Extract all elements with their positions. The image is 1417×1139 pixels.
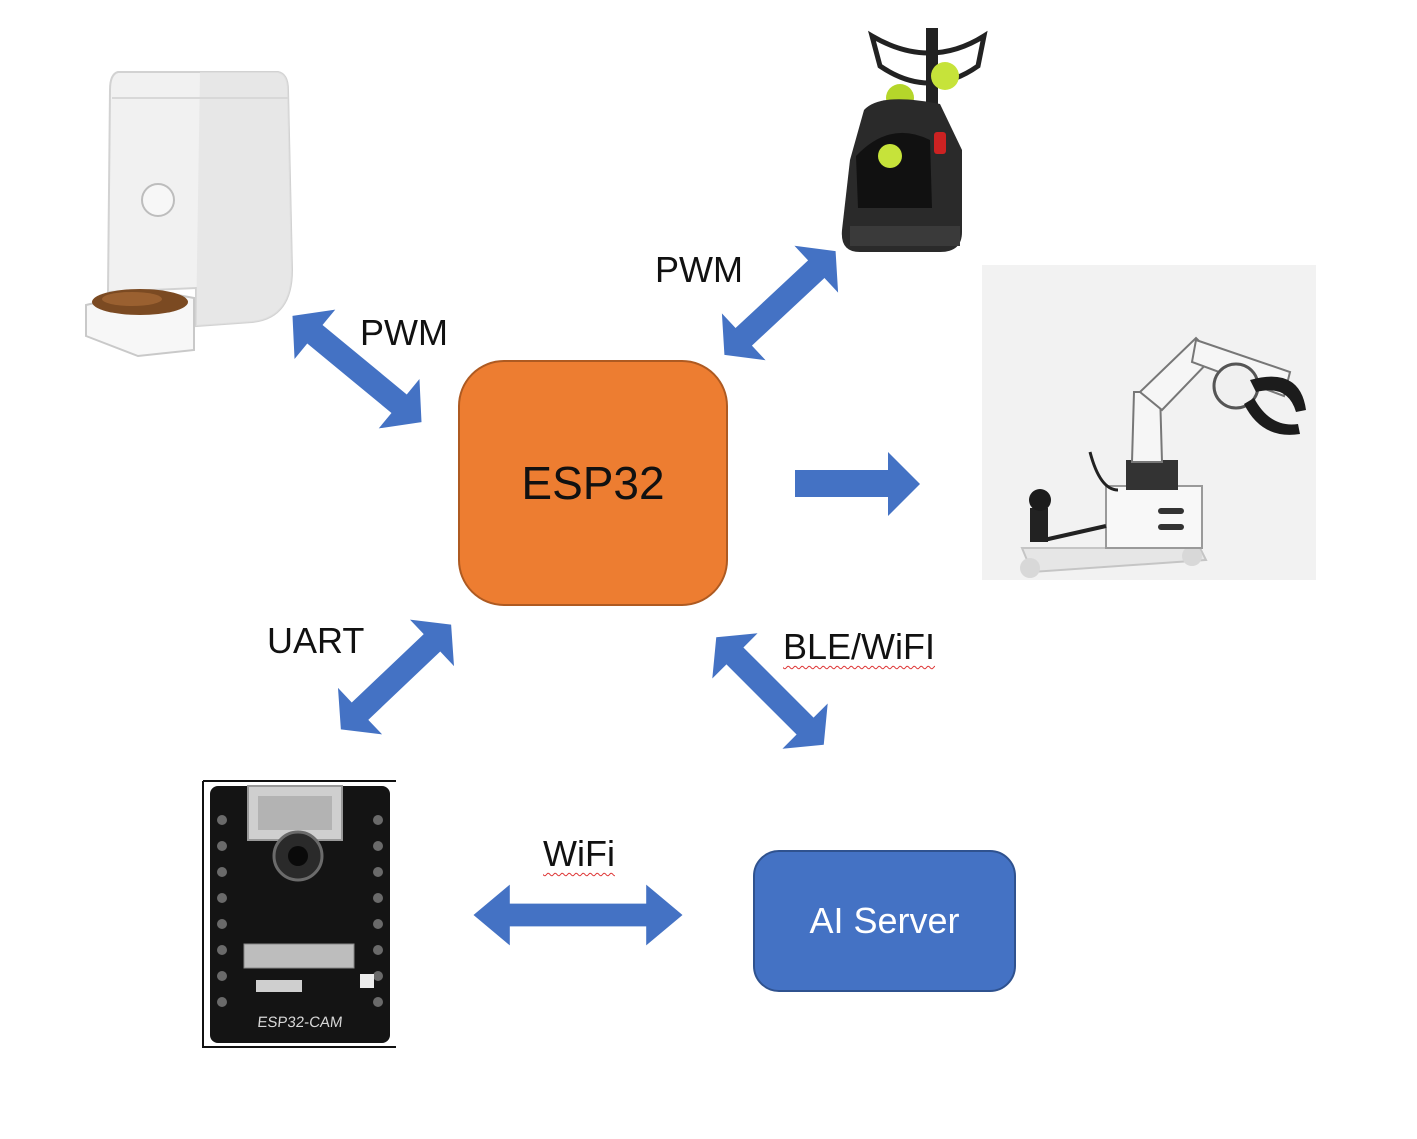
esp32-label: ESP32 <box>521 457 665 509</box>
esp32-cam-silkscreen: ESP32-CAM <box>256 1014 344 1031</box>
arrow-camera-server <box>473 884 683 946</box>
esp32-node: ESP32 <box>458 360 728 606</box>
ai-server-node: AI Server <box>753 850 1016 992</box>
esp32-cam-board-image <box>202 780 396 1048</box>
feeder-link-label: PWM <box>360 312 448 353</box>
robotic-arm-image <box>982 265 1316 580</box>
arrow-esp32-arm <box>795 452 920 516</box>
launcher-link-label: PWM <box>655 249 743 290</box>
pet-food-dispenser-image <box>85 71 294 358</box>
ai-server-label: AI Server <box>809 900 960 941</box>
server-link-label: BLE/WiFI <box>783 626 936 667</box>
camera-link-label: UART <box>267 620 365 661</box>
tennis-ball-launcher-image <box>841 28 988 252</box>
camera-server-link-label: WiFi <box>543 833 615 874</box>
